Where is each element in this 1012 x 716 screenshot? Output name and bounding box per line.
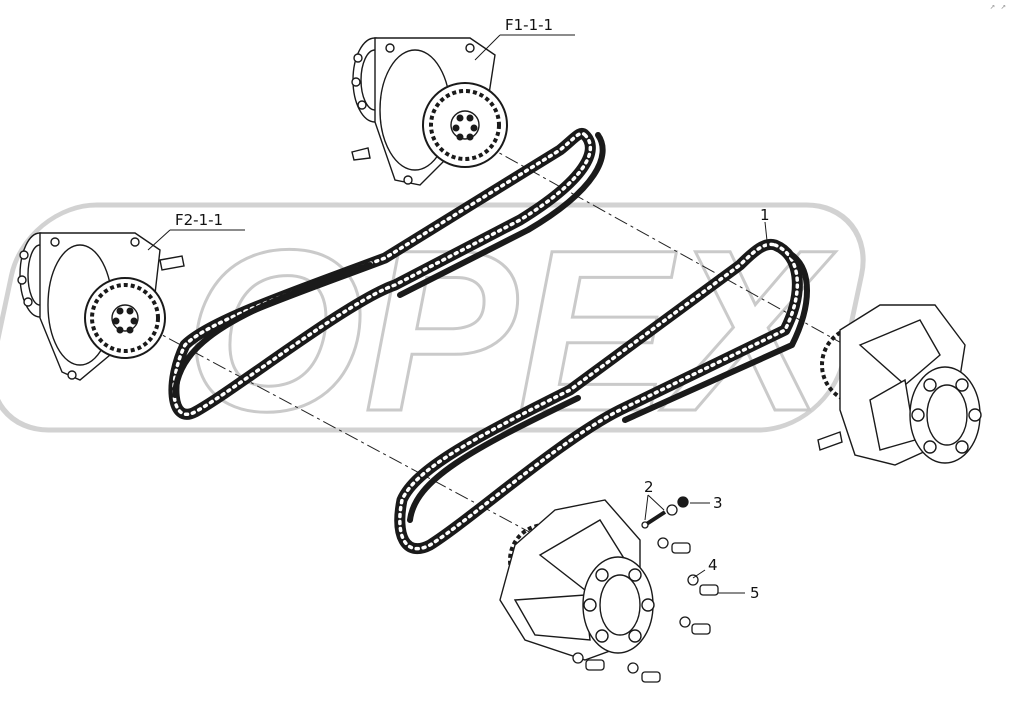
label-part-4: 4 <box>708 556 718 574</box>
callouts: F1-1-1 F2-1-1 1 2 3 4 5 <box>175 16 770 602</box>
bolt-item-5 <box>585 542 719 683</box>
fasteners <box>572 496 719 683</box>
hub-right <box>817 304 982 466</box>
label-part-2: 2 <box>644 478 654 496</box>
label-part-1: 1 <box>760 206 770 224</box>
hub-f1-bolt-pattern <box>452 114 478 141</box>
hub-f1-studs <box>351 43 475 185</box>
bolt-item-2 <box>641 510 667 529</box>
label-part-5: 5 <box>750 584 760 602</box>
hub-f2-studs <box>17 237 140 380</box>
hub-f2 <box>17 232 185 381</box>
label-f1-1-1: F1-1-1 <box>505 16 553 34</box>
washer-item-4 <box>572 537 699 674</box>
label-part-3: 3 <box>713 494 723 512</box>
hub-right-studs <box>911 378 982 454</box>
label-f2-1-1: F2-1-1 <box>175 211 223 229</box>
washer-item-3 <box>666 496 689 516</box>
drive-chain <box>168 128 810 555</box>
hub-bottom-studs <box>583 568 655 643</box>
leader-lines <box>147 34 769 594</box>
hub-f2-bolt-pattern <box>112 307 138 334</box>
corner-mark: ↗ ↗ <box>989 2 1006 12</box>
hub-f1 <box>351 37 508 186</box>
hub-bottom <box>499 499 655 661</box>
